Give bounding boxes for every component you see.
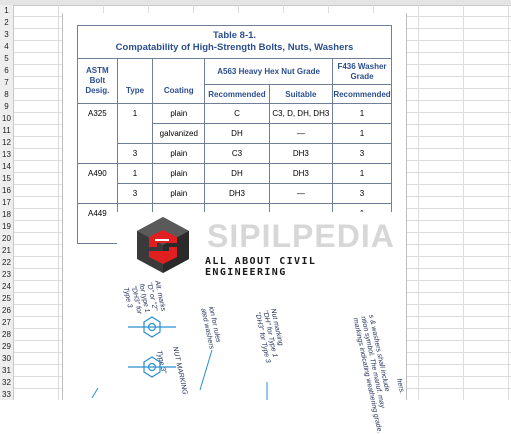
row-number[interactable]: 18: [2, 210, 11, 219]
row-number[interactable]: 17: [2, 198, 11, 207]
cell-recommended: DH: [204, 123, 270, 144]
cell-recommended: DH: [204, 163, 270, 184]
cell-coating: plain: [152, 103, 206, 124]
cell-washer: 3: [332, 143, 392, 164]
row-number[interactable]: 1: [4, 6, 9, 15]
cell-suitable: —: [268, 123, 334, 144]
hex-nut-icon: [128, 316, 176, 338]
row-number[interactable]: 21: [2, 246, 11, 255]
cell-recommended: DH3: [204, 183, 270, 204]
cell-type: 3: [116, 143, 154, 164]
watermark-tagline: ALL ABOUT CIVIL ENGINEERING: [205, 256, 317, 278]
row-number[interactable]: 20: [2, 234, 11, 243]
row-number[interactable]: 16: [2, 186, 11, 195]
row-number[interactable]: 9: [4, 102, 9, 111]
header-recommended: Recommended: [204, 84, 270, 104]
cell-type: 1: [116, 163, 154, 184]
row-number[interactable]: 31: [2, 366, 11, 375]
row-number[interactable]: 24: [2, 282, 11, 291]
row-number[interactable]: 28: [2, 330, 11, 339]
cell-bolt: A490: [77, 163, 118, 204]
sipilpedia-logo-icon: [137, 217, 189, 273]
cell-washer: 1: [332, 103, 392, 124]
row-number[interactable]: 5: [4, 54, 9, 63]
row-number[interactable]: 3: [4, 30, 9, 39]
cell-suitable: —: [268, 183, 334, 204]
cell-suitable: DH3: [268, 163, 334, 184]
row-number[interactable]: 14: [2, 162, 11, 171]
cell-washer: 1: [332, 163, 392, 184]
header-washer-grade: F436 Washer Grade: [332, 58, 392, 85]
watermark-banner: SIPILPEDIA ALL ABOUT CIVIL ENGINEERING: [117, 212, 404, 278]
row-number[interactable]: 8: [4, 90, 9, 99]
header-coating: Coating: [152, 58, 206, 104]
cell-type: 3: [116, 183, 154, 204]
header-suitable: Suitable: [268, 84, 334, 104]
leader-line: [91, 387, 99, 399]
table-row: 3 plain DH3 — 3: [78, 183, 392, 204]
row-number[interactable]: 32: [2, 378, 11, 387]
row-number[interactable]: 4: [4, 42, 9, 51]
cell-type: 1: [116, 103, 154, 144]
cell-coating: plain: [152, 163, 206, 184]
row-number[interactable]: 13: [2, 150, 11, 159]
table-region: Table 8-1. Compatability of High-Strengt…: [77, 25, 392, 253]
cell-recommended: C3: [204, 143, 270, 164]
table-title-line2: Compatability of High-Strength Bolts, Nu…: [115, 42, 354, 53]
row-number[interactable]: 29: [2, 342, 11, 351]
cell-suitable: DH3: [268, 143, 334, 164]
cell-recommended: C: [204, 103, 270, 124]
row-number[interactable]: 22: [2, 258, 11, 267]
cell-coating: plain: [152, 143, 206, 164]
table-row: A490 1 plain DH DH3 1: [77, 163, 392, 204]
row-number[interactable]: 23: [2, 270, 11, 279]
cell-washer: 1: [332, 123, 392, 144]
row-number[interactable]: 27: [2, 318, 11, 327]
row-number[interactable]: 2: [4, 18, 9, 27]
bolt-drawing: [91, 316, 268, 400]
leader-line: [199, 349, 213, 391]
row-number[interactable]: 15: [2, 174, 11, 183]
embedded-document[interactable]: Table 8-1. Compatability of High-Strengt…: [62, 13, 407, 400]
cell-washer: 3: [332, 183, 392, 204]
row-number[interactable]: 11: [2, 126, 11, 135]
cell-suitable: C3, D, DH, DH3: [268, 103, 334, 124]
row-number[interactable]: 6: [4, 66, 9, 75]
bolt-drawing-area: Alt. marks "D" or "2" for type 1 "DH3" f…: [62, 250, 405, 434]
row-number[interactable]: 33: [2, 390, 11, 399]
cell-bolt: A449: [77, 203, 118, 244]
cell-coating: plain: [152, 183, 206, 204]
row-number[interactable]: 25: [2, 294, 11, 303]
header-washer-recommended: Recommended: [332, 84, 392, 104]
table-title: Table 8-1. Compatability of High-Strengt…: [77, 25, 392, 59]
table-row: 3 plain C3 DH3 3: [78, 143, 392, 164]
header-astm: ASTM Bolt Desig.: [77, 58, 118, 104]
header-type: Type: [116, 58, 154, 104]
header-nut-grade: A563 Heavy Hex Nut Grade: [204, 58, 334, 85]
watermark-brand: SIPILPEDIA: [207, 218, 395, 254]
row-number[interactable]: 10: [2, 114, 11, 123]
compatibility-table: Table 8-1. Compatability of High-Strengt…: [77, 25, 392, 244]
table-title-line1: Table 8-1.: [212, 30, 257, 41]
row-number[interactable]: 19: [2, 222, 11, 231]
cell-coating: galvanized: [152, 123, 206, 144]
row-number[interactable]: 12: [2, 138, 11, 147]
cell-bolt: A325: [77, 103, 118, 164]
hex-nut-icon: [128, 356, 176, 378]
row-number[interactable]: 7: [4, 78, 9, 87]
table-row: A325 1 plain C C3, D, DH, DH3 1: [77, 103, 392, 164]
row-number[interactable]: 26: [2, 306, 11, 315]
row-number[interactable]: 30: [2, 354, 11, 363]
